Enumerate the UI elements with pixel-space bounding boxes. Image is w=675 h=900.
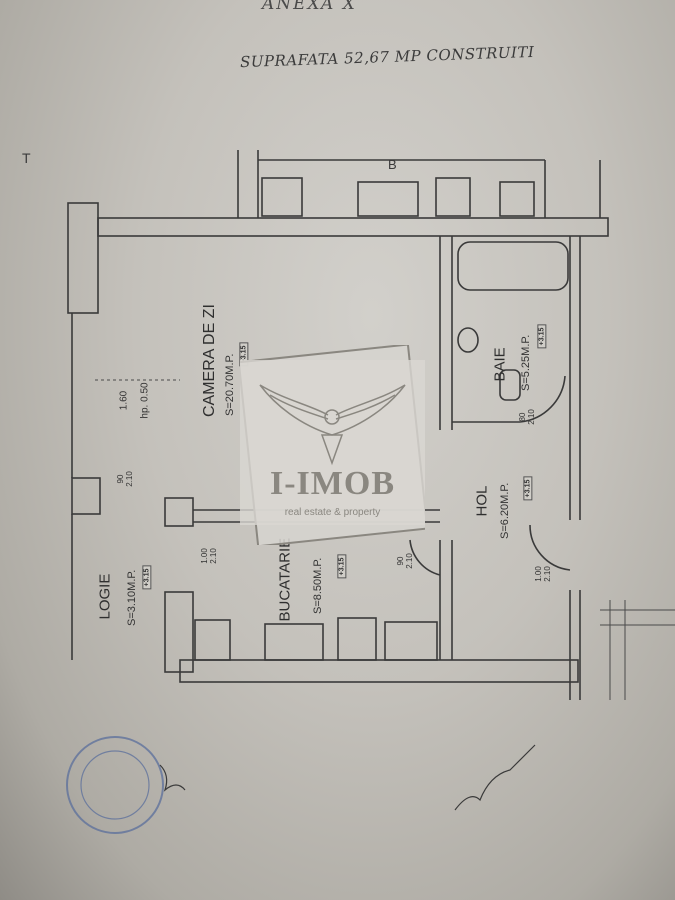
- sink-unit: [264, 623, 324, 661]
- room-area-hall: S=6.20M.P.: [499, 482, 511, 539]
- wall-left-pier: [67, 202, 99, 314]
- room-name-kitchen: BUCATARIE: [276, 537, 294, 622]
- door-width: 1.00: [534, 566, 543, 582]
- toilet: [499, 369, 521, 401]
- door-height: 2.10: [209, 548, 218, 564]
- cabinet: [384, 621, 438, 661]
- bathtub: [457, 241, 569, 291]
- pier: [71, 477, 101, 515]
- stove: [261, 177, 303, 217]
- door-swing: [409, 539, 441, 576]
- level-logia: +3.15: [142, 565, 152, 590]
- room-name-logia: LOGIE: [96, 573, 114, 620]
- door-width: 90: [116, 474, 125, 484]
- door-swing: [519, 375, 566, 423]
- window-sill: hp. 0.50: [139, 382, 151, 419]
- room-area-living: S=20.70M.P.: [224, 353, 236, 416]
- eagle-icon: [259, 384, 406, 466]
- annex-heading: ANEXA X: [262, 0, 357, 14]
- level-bath: +3.15: [537, 324, 547, 349]
- door-swing: [529, 524, 571, 571]
- level-kitchen: +3.15: [337, 554, 347, 579]
- washbasin: [457, 327, 479, 353]
- door-height: 2.10: [527, 409, 536, 425]
- watermark-tagline: real estate & property: [284, 507, 381, 518]
- stove: [194, 619, 231, 661]
- mark-t: T: [22, 150, 31, 166]
- watermark-brand: I-IMOB: [270, 465, 395, 502]
- door-height: 2.10: [125, 471, 134, 487]
- cabinet: [499, 181, 535, 217]
- room-name-hall: HOL: [473, 485, 491, 517]
- room-area-kitchen: S=8.50M.P.: [312, 557, 324, 614]
- door-width: 90: [396, 556, 405, 566]
- signature: [159, 764, 186, 792]
- pier: [164, 591, 194, 673]
- window-width: 1.60: [118, 390, 130, 411]
- fridge: [435, 177, 471, 217]
- sink-unit: [357, 181, 419, 217]
- level-hall: +3.15: [523, 476, 533, 501]
- room-area-logia: S=3.10M.P.: [126, 569, 138, 626]
- room-name-bath: BAIE: [491, 347, 509, 382]
- signature: [454, 744, 536, 811]
- room-area-bath: S=5.25M.P.: [520, 334, 532, 391]
- wall-bottom: [179, 659, 579, 683]
- door-height: 2.10: [405, 553, 414, 569]
- office-stamp: [66, 736, 164, 834]
- door-width: 1.00: [200, 548, 209, 564]
- door-height: 2.10: [543, 566, 552, 582]
- wall-top: [97, 217, 609, 237]
- pier: [164, 497, 194, 527]
- watermark-logo: I-IMOB real estate & property: [240, 345, 425, 545]
- mark-b: B: [388, 157, 397, 172]
- room-name-living: CAMERA DE ZI: [201, 304, 218, 417]
- door-width: 80: [518, 412, 527, 422]
- fridge: [337, 617, 377, 661]
